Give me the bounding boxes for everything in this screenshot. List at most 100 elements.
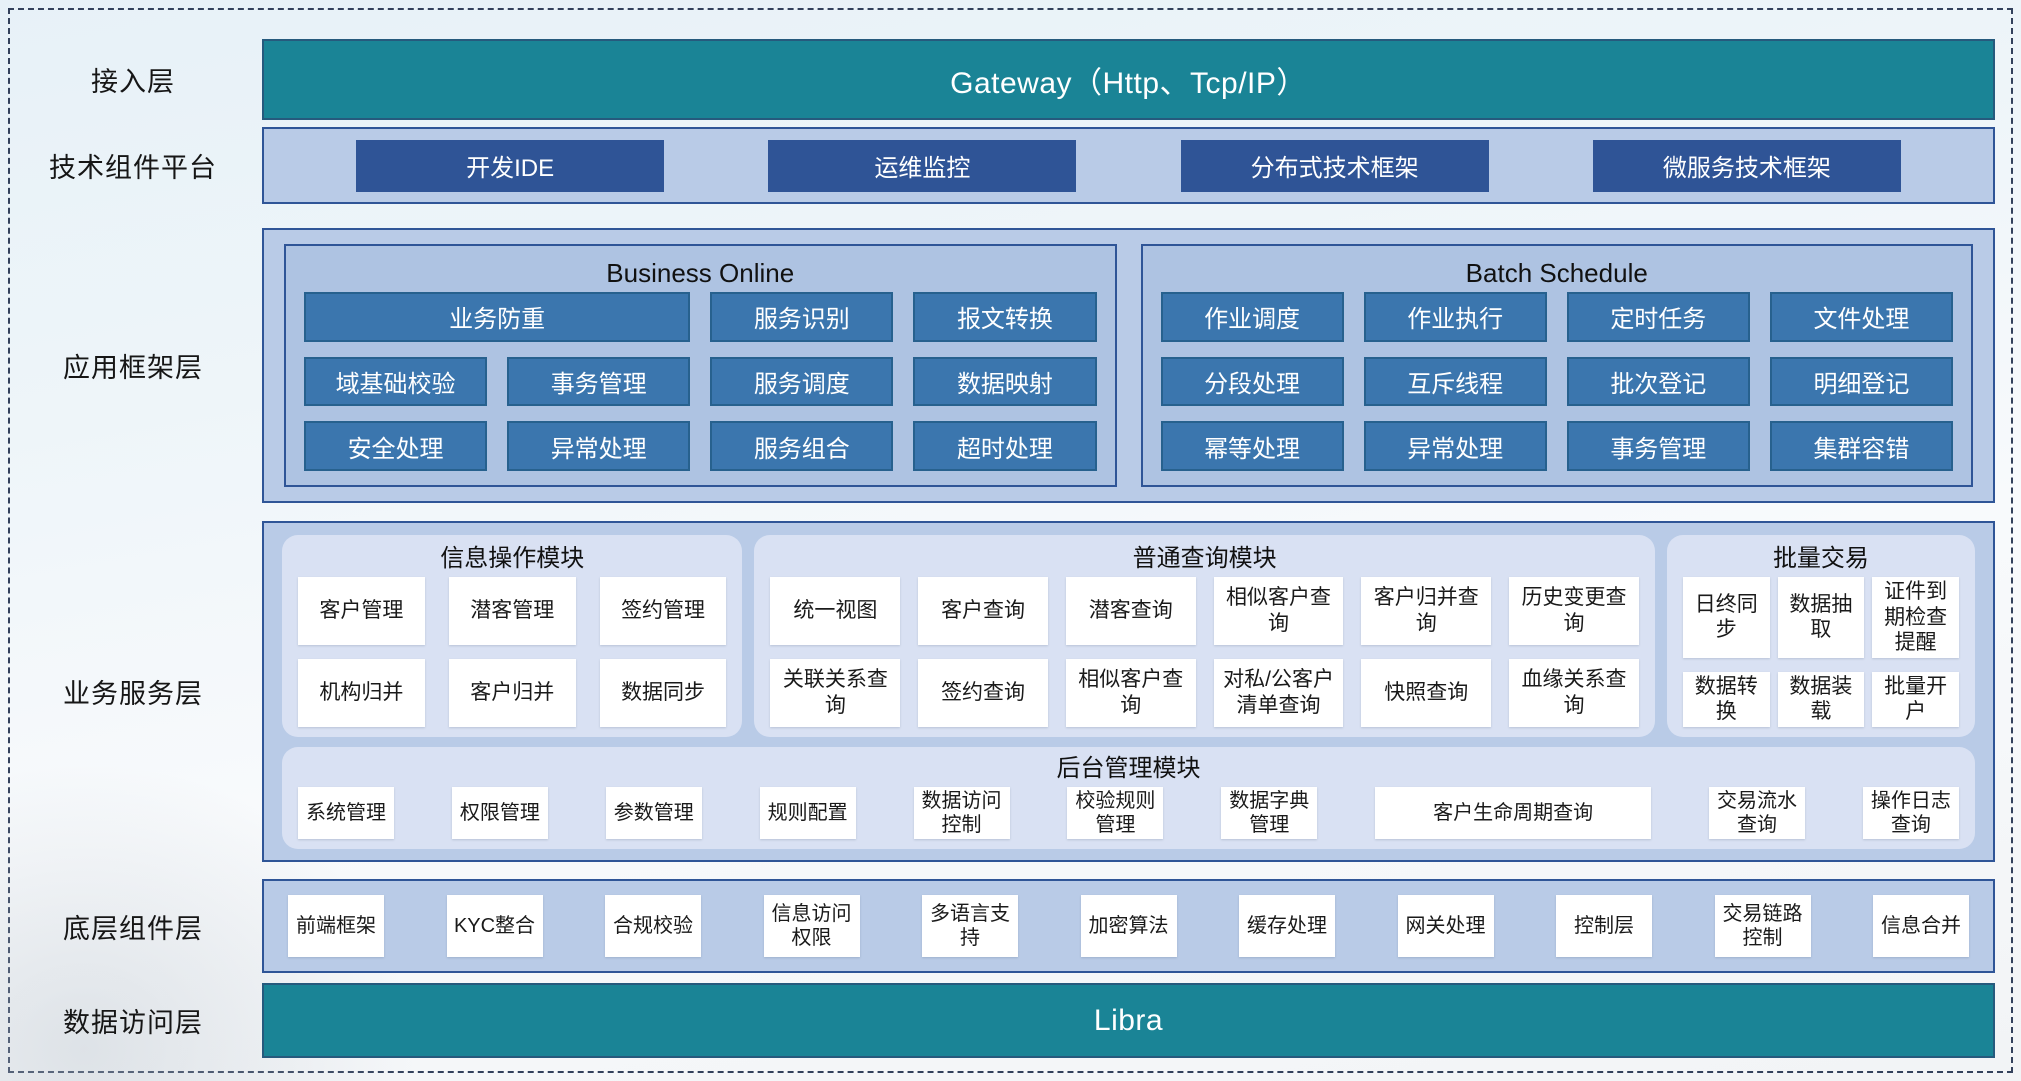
libra-bar: Libra <box>262 983 1995 1058</box>
base-component-card: 多语言支持 <box>922 895 1018 957</box>
base-component-card: 控制层 <box>1556 895 1652 957</box>
framework-button: 集群容错 <box>1769 421 1953 471</box>
framework-button: 服务调度 <box>710 356 894 407</box>
framework-button: 分段处理 <box>1160 356 1344 407</box>
layer-label-data-access: 数据访问层 <box>63 1008 203 1038</box>
admin-module-panel: 后台管理模块 系统管理 权限管理 参数管理 规则配置 数据访问控制 校验规则管理 数据字典管… <box>282 747 1975 850</box>
tech-platform-container: 开发IDE 运维监控 分布式技术框架 微服务技术框架 <box>262 127 1995 204</box>
framework-button: 异常处理 <box>1363 421 1547 471</box>
framework-button: 互斥线程 <box>1363 356 1547 407</box>
admin-card: 参数管理 <box>605 787 702 840</box>
tech-platform-button: 开发IDE <box>356 139 665 192</box>
framework-group: Business Online 业务防重服务识别报文转换域基础校验事务管理服务调度… <box>284 244 1117 487</box>
service-card: 关联关系查询 <box>770 659 901 728</box>
framework-button: 业务防重 <box>304 292 691 342</box>
framework-button: 数据映射 <box>913 356 1097 407</box>
framework-group: Batch Schedule 作业调度作业执行定时任务文件处理分段处理互斥线程批次… <box>1140 244 1973 487</box>
service-card: 签约查询 <box>918 659 1048 728</box>
service-modules-row: 信息操作模块客户管理潜客管理签约管理机构归并客户归并数据同步普通查询模块统一视图… <box>282 535 1975 738</box>
admin-card: 校验规则管理 <box>1067 787 1164 840</box>
framework-button: 批次登记 <box>1566 356 1750 407</box>
admin-card: 系统管理 <box>298 787 394 840</box>
framework-button: 事务管理 <box>1566 421 1750 471</box>
layer-label-app-framework: 应用框架层 <box>63 353 203 383</box>
admin-card: 权限管理 <box>451 787 548 840</box>
framework-button: 明细登记 <box>1769 356 1953 407</box>
service-card: 客户归并查询 <box>1361 577 1492 646</box>
base-component-card: 网关处理 <box>1397 895 1494 957</box>
service-module-title: 信息操作模块 <box>440 545 585 572</box>
service-module-panel: 批量交易日终同步数据抽取证件到期检查提醒数据转换数据装载批量开户 <box>1666 535 1975 738</box>
service-card: 客户查询 <box>918 577 1048 646</box>
service-card: 快照查询 <box>1361 659 1492 728</box>
framework-group-title: Business Online <box>606 258 795 288</box>
service-card-grid: 客户管理潜客管理签约管理机构归并客户归并数据同步 <box>298 577 727 728</box>
service-card: 客户管理 <box>298 577 425 646</box>
service-module-panel: 普通查询模块统一视图客户查询潜客查询相似客户查询客户归并查询历史变更查询关联关系… <box>754 535 1655 738</box>
framework-button: 域基础校验 <box>304 356 488 407</box>
service-card: 数据装载 <box>1777 671 1865 728</box>
base-component-card: KYC整合 <box>446 895 543 957</box>
framework-button: 超时处理 <box>913 421 1097 471</box>
framework-button: 文件处理 <box>1769 292 1953 342</box>
base-component-card: 信息合并 <box>1873 895 1969 957</box>
libra-label: Libra <box>1093 1003 1164 1037</box>
service-card: 批量开户 <box>1872 671 1959 728</box>
service-card-grid: 统一视图客户查询潜客查询相似客户查询客户归并查询历史变更查询关联关系查询签约查询… <box>770 577 1639 728</box>
admin-card: 规则配置 <box>759 787 856 840</box>
framework-button: 报文转换 <box>913 292 1097 342</box>
layer-label-access: 接入层 <box>91 67 175 97</box>
service-card: 数据同步 <box>599 659 727 728</box>
service-card: 数据抽取 <box>1777 577 1865 658</box>
admin-cards-row: 系统管理 权限管理 参数管理 规则配置 数据访问控制 校验规则管理 数据字典管理 客户生命周期… <box>298 787 1959 840</box>
service-card: 潜客查询 <box>1065 577 1196 646</box>
service-card-grid: 日终同步数据抽取证件到期检查提醒数据转换数据装载批量开户 <box>1682 577 1959 728</box>
layer-label-tech-platform: 技术组件平台 <box>49 153 217 183</box>
framework-button: 安全处理 <box>304 421 488 471</box>
base-component-card: 交易链路控制 <box>1714 895 1811 957</box>
base-component-card: 加密算法 <box>1080 895 1177 957</box>
service-module-title: 普通查询模块 <box>1132 545 1277 572</box>
base-component-card: 信息访问权限 <box>763 895 860 957</box>
framework-button: 作业执行 <box>1363 292 1547 342</box>
gateway-bar: Gateway（Http、Tcp/IP） <box>262 39 1995 120</box>
admin-module-title: 后台管理模块 <box>1056 755 1201 783</box>
tech-platform-button: 分布式技术框架 <box>1180 139 1489 192</box>
service-card: 客户归并 <box>448 659 576 728</box>
framework-button-grid: 业务防重服务识别报文转换域基础校验事务管理服务调度数据映射安全处理异常处理服务组… <box>304 292 1097 471</box>
service-card: 证件到期检查提醒 <box>1872 577 1959 658</box>
framework-button: 作业调度 <box>1160 292 1344 342</box>
service-card: 签约管理 <box>599 577 727 646</box>
tech-platform-button: 运维监控 <box>768 139 1077 192</box>
framework-button: 幂等处理 <box>1160 421 1344 471</box>
business-service-container: 信息操作模块客户管理潜客管理签约管理机构归并客户归并数据同步普通查询模块统一视图… <box>262 521 1995 862</box>
service-module-panel: 信息操作模块客户管理潜客管理签约管理机构归并客户归并数据同步 <box>282 535 743 738</box>
service-card: 机构归并 <box>298 659 425 728</box>
layer-label-base-components: 底层组件层 <box>63 913 203 944</box>
admin-card: 数据访问控制 <box>913 787 1010 840</box>
service-card: 统一视图 <box>770 577 901 646</box>
base-component-card: 缓存处理 <box>1239 895 1335 957</box>
gateway-label: Gateway（Http、Tcp/IP） <box>950 66 1307 100</box>
layer-label-business-service: 业务服务层 <box>63 679 203 709</box>
admin-card: 交易流水查询 <box>1709 787 1805 840</box>
service-card: 相似客户查询 <box>1213 577 1344 646</box>
admin-card: 操作日志查询 <box>1862 787 1959 840</box>
framework-button: 定时任务 <box>1566 292 1750 342</box>
service-card: 历史变更查询 <box>1509 577 1639 646</box>
framework-button: 服务识别 <box>710 292 894 342</box>
framework-button: 异常处理 <box>507 421 691 471</box>
framework-group-title: Batch Schedule <box>1465 258 1648 288</box>
framework-button: 事务管理 <box>507 356 691 407</box>
service-module-title: 批量交易 <box>1772 545 1869 572</box>
service-card: 日终同步 <box>1682 577 1770 658</box>
admin-card: 客户生命周期查询 <box>1375 787 1652 840</box>
tech-platform-button: 微服务技术框架 <box>1592 139 1901 192</box>
service-card: 数据转换 <box>1682 671 1770 728</box>
framework-button: 服务组合 <box>710 421 894 471</box>
service-card: 对私/公客户清单查询 <box>1213 659 1344 728</box>
admin-card: 数据字典管理 <box>1221 787 1318 840</box>
